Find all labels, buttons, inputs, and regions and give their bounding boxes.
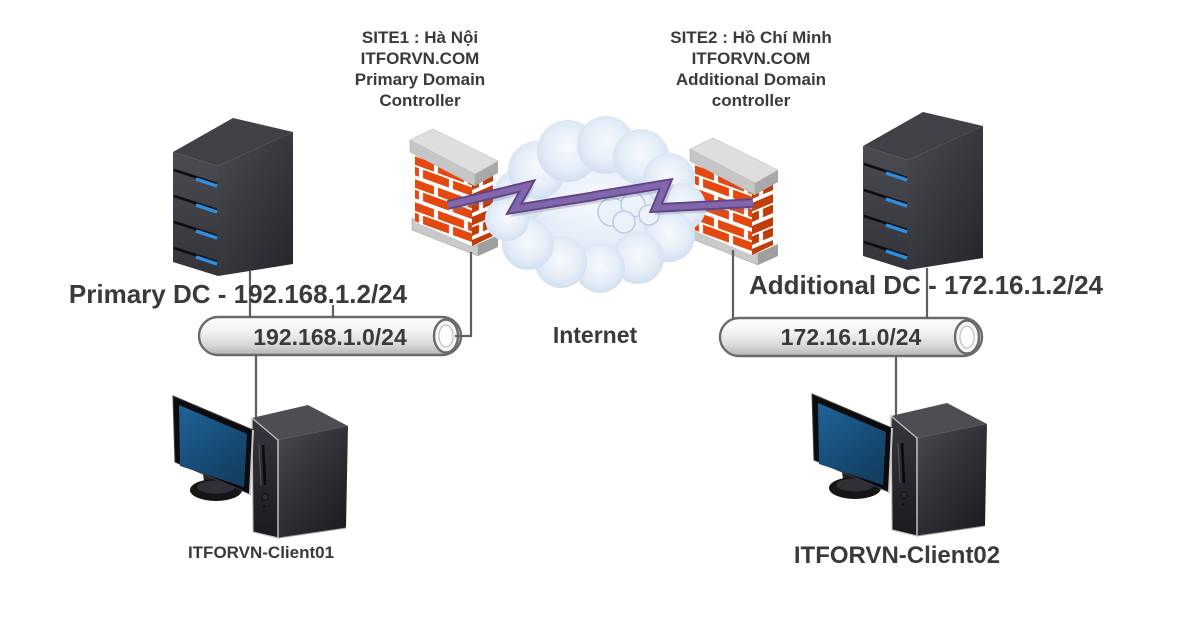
primary-dc-server-icon <box>171 116 295 278</box>
inner-cloud-puff <box>597 192 660 234</box>
connector-lines <box>248 250 929 432</box>
line-firewall1-to-lan1 <box>455 252 473 338</box>
client02-label: ITFORVN-Client02 <box>793 542 1001 569</box>
site1-title: SITE1 : Hà Nội ITFORVN.COM Primary Domai… <box>355 27 485 111</box>
site1-title-line: Controller <box>379 91 461 110</box>
additional-dc-label: Additional DC - 172.16.1.2/24 <box>748 270 1104 300</box>
client01-label: ITFORVN-Client01 <box>187 543 335 562</box>
site1-title-line: ITFORVN.COM <box>360 49 480 68</box>
additional-dc-server-icon <box>861 110 985 272</box>
internet-label: Internet <box>552 322 638 348</box>
site1-title-line: Primary Domain <box>354 70 486 89</box>
site2-title-line: SITE2 : Hồ Chí Minh <box>670 28 832 47</box>
site2-title-line: ITFORVN.COM <box>691 49 811 68</box>
client01-desktop-icon <box>171 394 350 540</box>
primary-dc-label: Primary DC - 192.168.1.2/24 <box>68 279 408 309</box>
wan-link-lightning-icon <box>446 177 756 217</box>
site2-title-line: controller <box>711 91 791 110</box>
site2-subnet-label: 172.16.1.0/24 <box>780 324 922 350</box>
site2-title: SITE2 : Hồ Chí Minh ITFORVN.COM Addition… <box>670 27 832 111</box>
site2-title-line: Additional Domain <box>675 70 827 89</box>
site1-subnet-label: 192.168.1.0/24 <box>253 324 407 350</box>
client02-desktop-icon <box>810 392 989 538</box>
site1-title-line: SITE1 : Hà Nội <box>361 28 479 47</box>
